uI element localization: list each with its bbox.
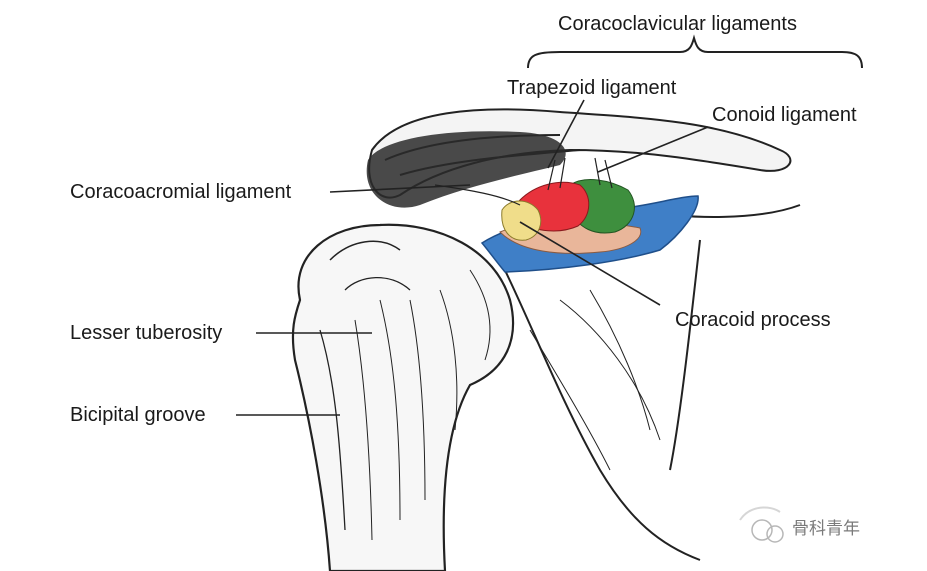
acromion — [366, 131, 566, 208]
leader-trapezoid — [547, 99, 585, 169]
label-trapezoid-ligament: Trapezoid ligament — [507, 77, 677, 99]
label-coracoid-process: Coracoid process — [675, 309, 831, 331]
watermark-logo — [739, 506, 784, 543]
label-conoid-ligament: Conoid ligament — [712, 104, 857, 126]
leader-lines — [236, 99, 709, 416]
bracket — [527, 34, 863, 69]
label-coracoclavicular-ligaments: Coracoclavicular ligaments — [558, 13, 797, 35]
leader-coracoacromial — [329, 184, 471, 193]
label-lesser-tuberosity: Lesser tuberosity — [70, 322, 223, 344]
label-bicipital-groove: Bicipital groove — [70, 404, 206, 426]
label-coracoacromial-ligament: Coracoacromial ligament — [70, 181, 292, 203]
humerus — [291, 223, 515, 571]
coracoid-tip-region — [501, 200, 542, 241]
leader-coracoid — [519, 221, 661, 306]
leader-conoid — [597, 126, 709, 173]
watermark-text: 骨科青年 — [792, 519, 860, 539]
